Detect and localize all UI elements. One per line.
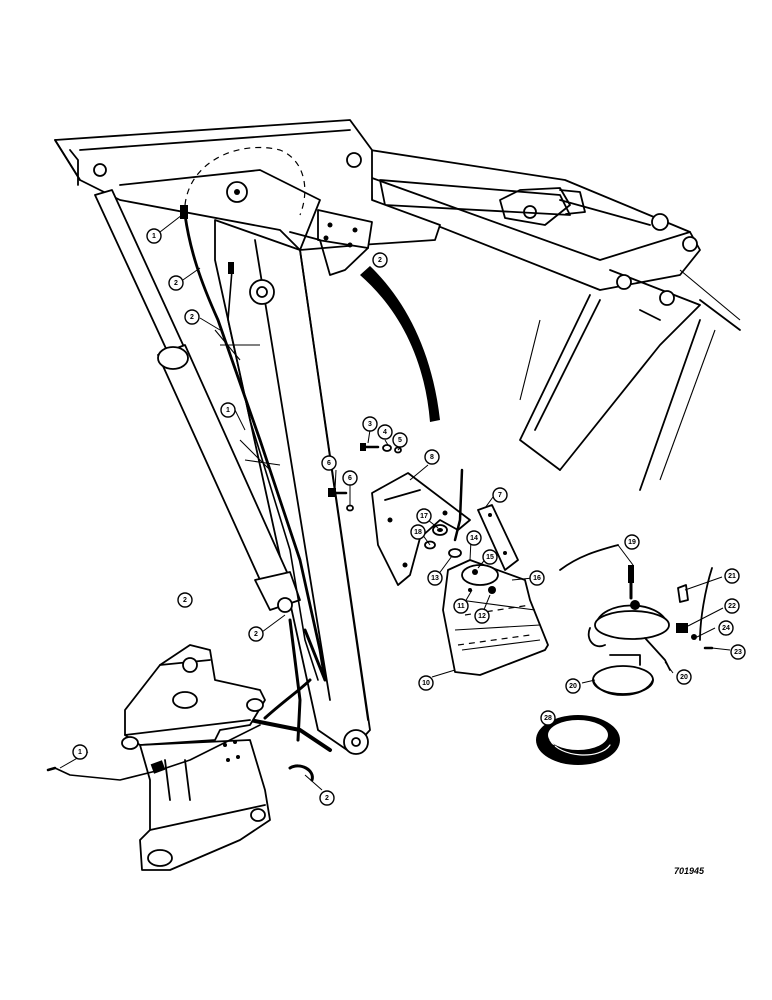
callout-6: 6 [342, 470, 358, 486]
callout-2: 2 [168, 275, 184, 291]
callout-21: 21 [724, 568, 740, 584]
callout-10: 10 [418, 675, 434, 691]
svg-text:21: 21 [728, 573, 736, 580]
callout-6: 6 [321, 455, 337, 471]
callout-17: 17 [416, 508, 432, 524]
svg-text:17: 17 [420, 513, 428, 520]
switch-parts [676, 567, 714, 650]
callout-28: 28 [540, 710, 556, 726]
dipper-cylinder [379, 179, 586, 216]
svg-text:19: 19 [628, 539, 636, 546]
callout-8: 8 [424, 449, 440, 465]
callout-19: 19 [624, 534, 640, 550]
drawing-number: 701945 [674, 866, 705, 876]
svg-text:10: 10 [422, 680, 430, 687]
callout-4: 4 [377, 424, 393, 440]
callout-15: 15 [482, 549, 498, 565]
hose-routing [180, 205, 332, 752]
svg-text:22: 22 [728, 603, 736, 610]
svg-text:11: 11 [457, 603, 465, 610]
svg-text:2: 2 [183, 597, 187, 604]
svg-text:1: 1 [78, 749, 82, 756]
callout-18: 18 [410, 524, 426, 540]
callout-23: 23 [730, 644, 746, 660]
svg-text:2: 2 [378, 257, 382, 264]
linkage-arms [369, 149, 741, 491]
svg-text:7: 7 [498, 492, 502, 499]
leader-lines [59, 214, 731, 791]
svg-text:2: 2 [254, 631, 258, 638]
svg-text:2: 2 [190, 314, 194, 321]
lens-ring [592, 654, 654, 696]
svg-text:5: 5 [398, 437, 402, 444]
callout-2: 2 [184, 309, 200, 325]
callout-1: 1 [72, 744, 88, 760]
rubber-gasket [536, 715, 620, 765]
svg-text:4: 4 [383, 429, 387, 436]
svg-text:14: 14 [470, 535, 478, 542]
svg-text:1: 1 [226, 407, 230, 414]
callout-2: 2 [372, 252, 388, 268]
svg-text:6: 6 [348, 475, 352, 482]
svg-text:18: 18 [414, 529, 422, 536]
lamp-housing-10 [442, 559, 549, 676]
sealed-beam-lamp [559, 544, 671, 671]
callout-13: 13 [427, 570, 443, 586]
svg-text:20: 20 [680, 674, 688, 681]
callout-1: 1 [220, 402, 236, 418]
svg-text:15: 15 [486, 554, 494, 561]
svg-text:8: 8 [430, 454, 434, 461]
svg-text:2: 2 [174, 280, 178, 287]
callout-5: 5 [392, 432, 408, 448]
svg-text:12: 12 [478, 613, 486, 620]
swing-tower [121, 644, 271, 871]
callout-16: 16 [529, 570, 545, 586]
callout-20: 20 [565, 678, 581, 694]
callout-2: 2 [319, 790, 335, 806]
svg-text:1: 1 [152, 233, 156, 240]
boom-leg [214, 219, 371, 755]
svg-text:23: 23 [734, 649, 742, 656]
wire-harness [46, 724, 314, 782]
callout-22: 22 [724, 598, 740, 614]
callout-2: 2 [248, 626, 264, 642]
svg-text:20: 20 [569, 683, 577, 690]
svg-text:24: 24 [722, 625, 730, 632]
callout-3: 3 [362, 416, 378, 432]
callout-11: 11 [453, 598, 469, 614]
callout-14: 14 [466, 530, 482, 546]
svg-text:13: 13 [431, 575, 439, 582]
svg-text:28: 28 [544, 715, 552, 722]
callout-2: 2 [177, 592, 193, 608]
callout-12: 12 [474, 608, 490, 624]
detail-arrow [360, 266, 440, 422]
callout-7: 7 [492, 487, 508, 503]
callout-1: 1 [146, 228, 162, 244]
svg-text:16: 16 [533, 575, 541, 582]
svg-text:2: 2 [325, 795, 329, 802]
callout-20: 20 [676, 669, 692, 685]
svg-text:3: 3 [368, 421, 372, 428]
svg-text:6: 6 [327, 460, 331, 467]
boom-cylinder [94, 189, 301, 613]
callout-labels: 1221222345668717181314151611121019212224… [72, 228, 746, 806]
callout-24: 24 [718, 620, 734, 636]
